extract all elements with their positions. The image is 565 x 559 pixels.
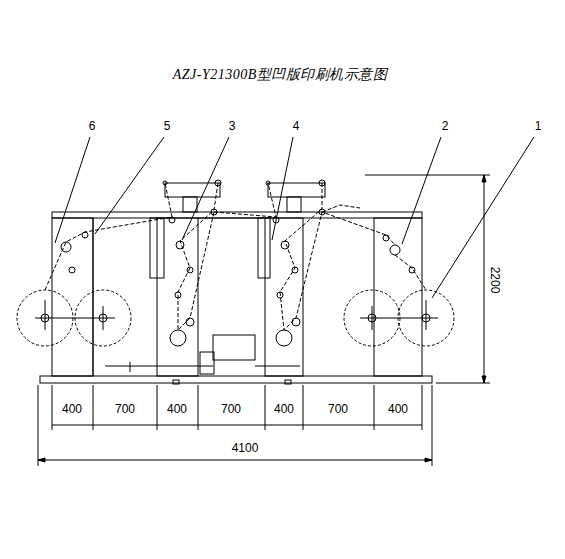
callout-number: 5 (164, 120, 171, 133)
dimension-value: 700 (328, 403, 348, 416)
callout-number: 3 (229, 120, 236, 133)
dimension-value: 400 (388, 403, 408, 416)
callout-number: 6 (89, 120, 96, 133)
callout-number: 1 (535, 120, 542, 133)
dimension-value: 400 (274, 403, 294, 416)
drawing-title: AZJ-Y21300B型凹版印刷机示意图 (173, 67, 388, 82)
dimension-value: 4100 (232, 442, 259, 455)
callout-number: 4 (293, 120, 300, 133)
callout-number: 2 (442, 120, 449, 133)
dimension-value: 700 (221, 403, 241, 416)
dimension-value: 400 (167, 403, 187, 416)
dimension-value: 2200 (487, 267, 500, 294)
dimension-value: 400 (62, 403, 82, 416)
dimension-value: 700 (115, 403, 135, 416)
